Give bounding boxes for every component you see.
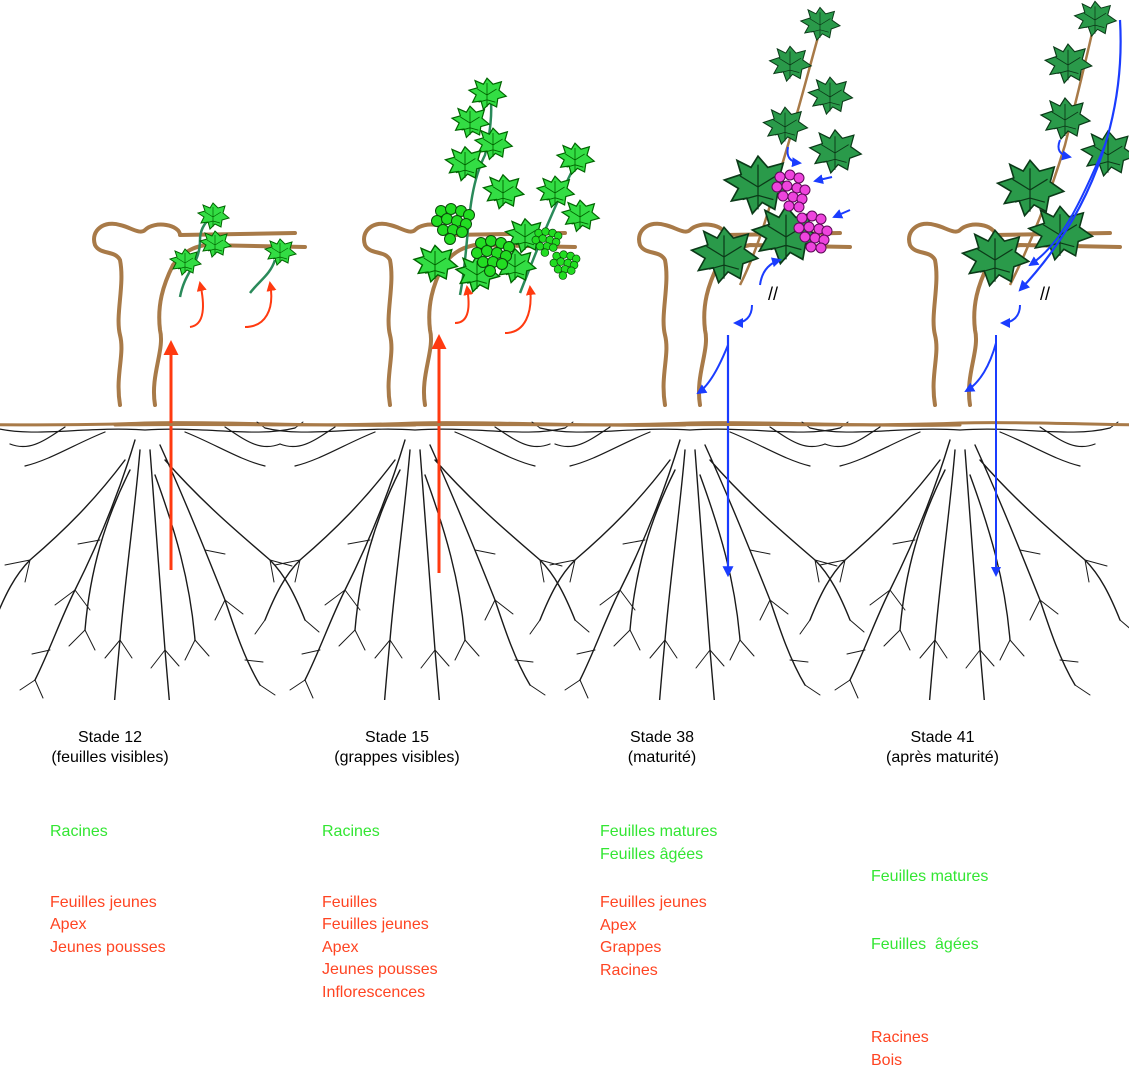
flow-arrow-icon — [735, 305, 752, 323]
vine-leaf-icon — [198, 203, 229, 229]
source-item: Feuilles matures — [600, 821, 832, 844]
stage-15-plant — [115, 78, 685, 700]
stage-15-caption: Stade 15 (grappes visibles) Racines Feui… — [282, 728, 552, 1004]
vine-leaf-icon — [963, 230, 1029, 285]
vine-leaf-icon — [170, 249, 201, 275]
cut-mark-icon: // — [1040, 284, 1050, 304]
stage-title: Stade 12 — [10, 728, 210, 748]
sink-item: Apex — [600, 915, 832, 938]
flow-arrow-icon — [245, 283, 271, 327]
source-item: Racines — [50, 821, 280, 844]
sink-item: Grappes — [600, 937, 832, 960]
vine-leaf-icon — [414, 245, 457, 281]
stage-41-caption: Stade 41 (après maturité) Feuilles matur… — [835, 728, 1105, 1072]
stage-38-caption: Stade 38 (maturité) Feuilles matures Feu… — [562, 728, 832, 982]
sink-item: Racines — [600, 960, 832, 983]
vine-leaf-icon — [475, 128, 512, 159]
sink-item: Apex — [322, 937, 552, 960]
flow-arrow-icon — [1002, 305, 1020, 323]
sink-item: Feuilles jeunes — [50, 892, 280, 915]
cut-mark-icon: // — [768, 284, 778, 304]
source-item: Feuilles matures — [871, 866, 1105, 889]
vine-leaf-icon — [801, 7, 840, 40]
sink-list: Feuilles jeunes Apex Jeunes pousses — [50, 892, 280, 960]
vine-leaf-icon — [557, 143, 594, 174]
grapevine-trunk-icon — [0, 224, 415, 426]
grapevine-trunk-icon — [115, 224, 685, 426]
flow-arrow-icon — [815, 177, 832, 181]
sink-list: Racines Bois — [871, 1027, 1105, 1072]
sink-item: Racines — [871, 1027, 1105, 1050]
flow-arrow-icon — [760, 260, 780, 285]
vine-leaf-icon — [998, 160, 1064, 215]
sink-list: Feuilles Feuilles jeunes Apex Jeunes pou… — [322, 892, 552, 1005]
source-item: Feuilles âgées — [600, 844, 832, 867]
source-item: Racines — [322, 821, 552, 844]
sink-item: Feuilles — [322, 892, 552, 915]
vine-leaf-icon — [484, 175, 524, 209]
sink-item: Jeunes pousses — [50, 937, 280, 960]
vine-leaf-icon — [770, 46, 812, 81]
sink-item: Apex — [50, 914, 280, 937]
stage-12-caption: Stade 12 (feuilles visibles) Racines Feu… — [10, 728, 280, 959]
sink-item: Inflorescences — [322, 982, 552, 1005]
source-list: Feuilles matures Feuilles âgées — [871, 821, 1105, 1001]
vine-leaf-icon — [808, 77, 852, 114]
source-list: Feuilles matures Feuilles âgées — [600, 821, 832, 866]
vine-leaf-icon — [1041, 98, 1090, 139]
flow-arrow-icon — [455, 287, 469, 323]
grape-cluster-icon — [772, 170, 810, 212]
flow-arrow-icon — [190, 283, 203, 327]
vine-leaf-icon — [763, 107, 807, 144]
sink-item: Jeunes pousses — [322, 959, 552, 982]
vine-leaf-icon — [692, 227, 758, 282]
flow-arrow-icon — [788, 147, 801, 163]
vine-leaf-icon — [1075, 1, 1117, 36]
stage-title: Stade 38 — [562, 728, 762, 748]
stage-subtitle: (maturité) — [562, 748, 762, 768]
stage-12-plant — [0, 203, 415, 700]
vine-leaf-icon — [1045, 44, 1092, 83]
vine-leaf-icon — [562, 200, 599, 231]
source-list: Racines — [322, 821, 552, 844]
root-system-icon — [530, 422, 864, 700]
vine-leaf-icon — [265, 239, 296, 265]
vine-growth-diagram: // // — [0, 0, 1129, 700]
vine-leaf-icon — [469, 78, 506, 109]
sink-item: Bois — [871, 1050, 1105, 1072]
stage-subtitle: (feuilles visibles) — [10, 748, 210, 768]
vine-leaf-icon — [1082, 131, 1129, 176]
stage-title: Stade 15 — [282, 728, 512, 748]
root-system-icon — [255, 422, 589, 700]
stage-title: Stade 41 — [835, 728, 1050, 748]
stage-41-plant: // — [660, 1, 1129, 700]
source-list: Racines — [50, 821, 280, 844]
vine-leaf-icon — [810, 130, 861, 173]
stage-subtitle: (grappes visibles) — [282, 748, 512, 768]
root-system-icon — [0, 422, 319, 700]
grape-cluster-icon — [550, 251, 580, 280]
source-item: Feuilles âgées — [871, 934, 1105, 957]
flow-arrow-icon — [505, 287, 531, 333]
stage-subtitle: (après maturité) — [835, 748, 1050, 768]
sink-item: Feuilles jeunes — [600, 892, 832, 915]
sink-item: Feuilles jeunes — [322, 914, 552, 937]
vine-leaf-icon — [446, 147, 486, 181]
sink-list: Feuilles jeunes Apex Grappes Racines — [600, 892, 832, 982]
root-system-icon — [800, 422, 1129, 700]
flow-arrow-icon — [834, 210, 850, 217]
